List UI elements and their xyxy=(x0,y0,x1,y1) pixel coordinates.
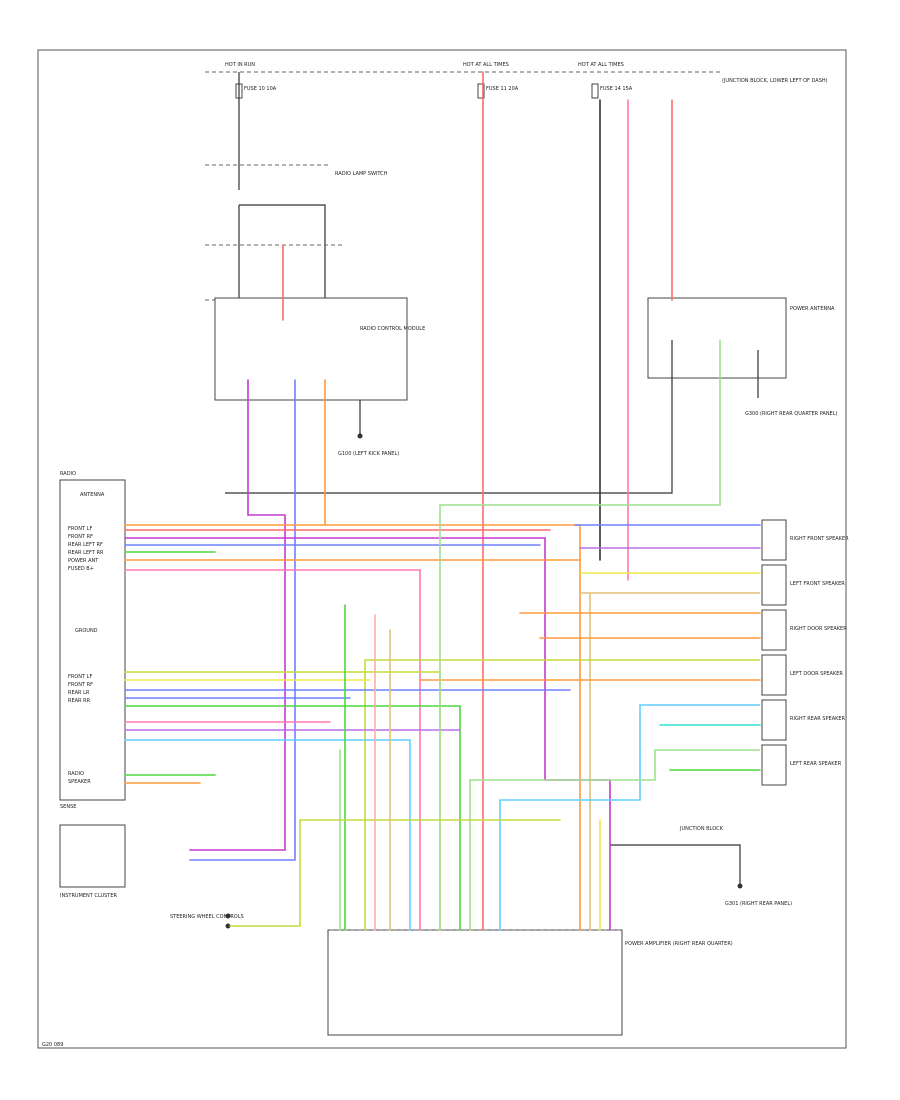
junction-note: (JUNCTION BLOCK, LOWER LEFT OF DASH) xyxy=(722,78,828,84)
wire-black-bottom-right xyxy=(610,844,741,885)
ground-label-1: G100 (LEFT KICK PANEL) xyxy=(338,451,399,457)
steering-pin-1 xyxy=(225,913,231,919)
wire-pink-14 xyxy=(124,569,421,931)
cluster-label: INSTRUMENT CLUSTER xyxy=(60,893,118,899)
instrument-cluster-box xyxy=(59,824,126,888)
power-source-2: HOT AT ALL TIMES xyxy=(463,62,509,68)
radio-module xyxy=(59,479,126,801)
speaker-connector xyxy=(761,519,787,561)
wire-magenta-10 xyxy=(124,537,611,931)
pin-label: FRONT LF xyxy=(68,526,92,532)
wire-yellowgreen-27 xyxy=(124,671,441,931)
bottom-module-label: POWER AMPLIFIER (RIGHT REAR QUARTER) xyxy=(625,941,733,947)
diagram-frame xyxy=(37,49,847,1049)
speaker-connector xyxy=(761,699,787,741)
steering-label: STEERING WHEEL CONTROLS xyxy=(170,914,244,920)
pin-label: REAR LEFT RF xyxy=(68,542,103,548)
wire-magenta-4 xyxy=(189,379,286,851)
wire-blue-5 xyxy=(189,379,296,861)
fuse-1: FUSE 10 10A xyxy=(244,86,277,92)
footer-code: G20 089 xyxy=(42,1042,63,1048)
pin-label: FUSED B+ xyxy=(68,566,94,572)
fuse-3: FUSE 14 15A xyxy=(600,86,633,92)
pin-label: RADIO xyxy=(68,771,84,777)
pin-label: SPEAKER xyxy=(68,779,91,785)
radio-control-module xyxy=(214,297,408,401)
speaker-label-2: LEFT FRONT SPEAKER xyxy=(790,581,845,587)
fuse-symbol-3 xyxy=(591,83,599,99)
speaker-label-6: LEFT REAR SPEAKER xyxy=(790,761,842,767)
wire-yellowgreen-21 xyxy=(364,659,760,931)
wire-green-31 xyxy=(124,705,461,931)
speaker-connector xyxy=(761,564,787,606)
speaker-connector xyxy=(761,609,787,651)
pin-label: POWER ANT xyxy=(68,558,99,564)
wire-lightgreen-25 xyxy=(469,749,760,931)
speaker-label-5: RIGHT REAR SPEAKER xyxy=(790,716,846,722)
pin-label: ANTENNA xyxy=(80,492,105,498)
pin-label: REAR RR xyxy=(68,698,91,704)
wire-lightblue-23 xyxy=(499,704,760,931)
relay-label: RADIO CONTROL MODULE xyxy=(360,326,425,332)
bottom-ground-label: G301 (RIGHT REAR PANEL) xyxy=(725,901,792,907)
speaker-connector xyxy=(761,744,787,786)
radio-pin-labels: ANTENNA FRONT LF FRONT RF REAR LEFT RF R… xyxy=(60,492,105,810)
radio-module-title: RADIO xyxy=(60,471,76,477)
wire-lightblue-34 xyxy=(124,739,411,931)
wire-black-antenna xyxy=(225,340,673,494)
pin-label: GROUND xyxy=(75,628,98,634)
pin-label: REAR LEFT RR xyxy=(68,550,104,556)
power-amplifier-box xyxy=(327,929,623,1036)
power-source-3: HOT AT ALL TIMES xyxy=(578,62,624,68)
pin-label: SENSE xyxy=(60,804,76,810)
fuse-2: FUSE 11 20A xyxy=(486,86,519,92)
speaker-label-4: LEFT DOOR SPEAKER xyxy=(790,671,843,677)
speaker-label-3: RIGHT DOOR SPEAKER xyxy=(790,626,847,632)
antenna-label: POWER ANTENNA xyxy=(790,306,835,312)
pin-label: FRONT LF xyxy=(68,674,92,680)
speaker-label-1: RIGHT FRONT SPEAKER xyxy=(790,536,849,542)
right-junction-label: JUNCTION BLOCK xyxy=(679,826,724,832)
pin-label: FRONT RF xyxy=(68,534,93,540)
ground-label-2: G300 (RIGHT REAR QUARTER PANEL) xyxy=(745,411,838,417)
colored-wires xyxy=(124,71,761,931)
speaker-connectors xyxy=(761,519,787,786)
wire-tan-18 xyxy=(579,592,760,931)
wire-orange-8 xyxy=(124,524,581,931)
wire-black-2 xyxy=(239,204,326,300)
switch-label: RADIO LAMP SWITCH xyxy=(335,171,388,177)
ground-dot-3 xyxy=(737,883,743,889)
fuse-symbol-2 xyxy=(477,83,485,99)
pin-label: REAR LR xyxy=(68,690,90,696)
power-antenna-box xyxy=(647,297,787,379)
wire-lightgreen-37 xyxy=(439,339,721,931)
steering-pin-2 xyxy=(225,923,231,929)
power-source-1: HOT IN RUN xyxy=(225,62,255,68)
pin-label: FRONT RF xyxy=(68,682,93,688)
ground-dot-1 xyxy=(357,433,363,439)
speaker-connector xyxy=(761,654,787,696)
wire-yellowgreen-39 xyxy=(229,819,561,927)
